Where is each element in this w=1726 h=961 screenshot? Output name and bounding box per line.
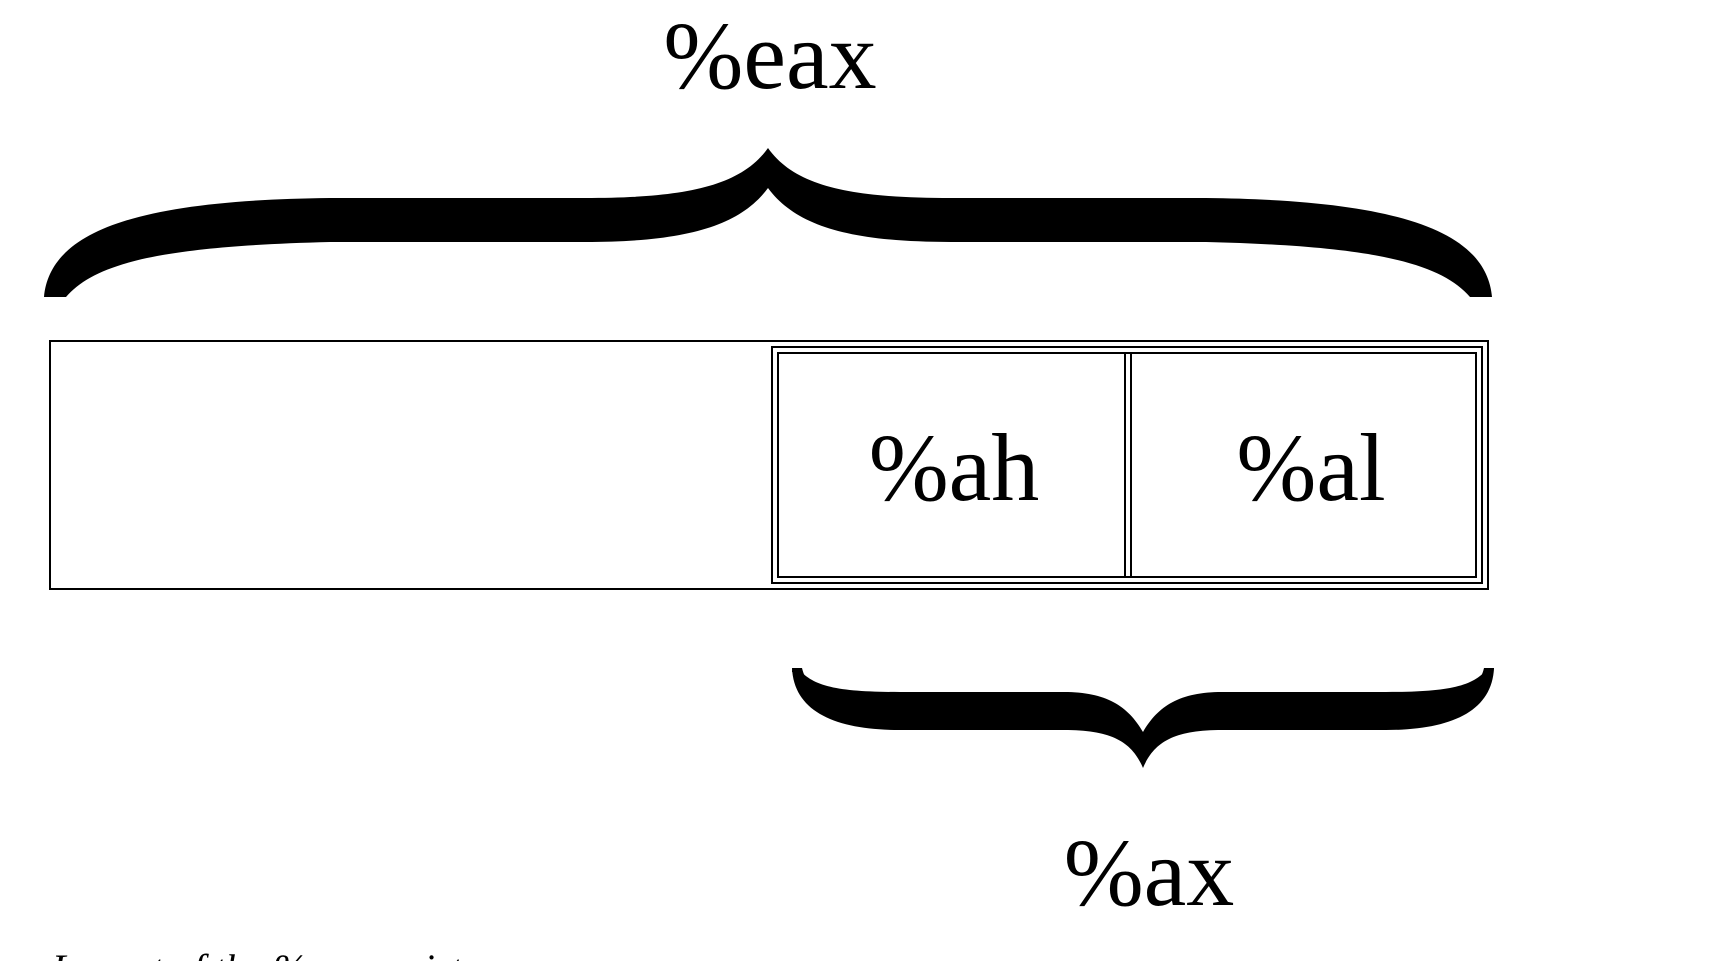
ax-outer-box bbox=[771, 346, 1483, 584]
ax-brace-body bbox=[792, 668, 1494, 768]
diagram-caption: Layout of the %eax register bbox=[51, 946, 495, 961]
ax-label: %ax bbox=[1064, 819, 1235, 926]
eax-brace bbox=[44, 148, 1492, 297]
al-label: %al bbox=[1236, 414, 1385, 521]
ah-label: %ah bbox=[869, 414, 1040, 521]
eax-register-box bbox=[49, 340, 1489, 590]
ax-inner-box bbox=[777, 352, 1477, 578]
eax-label: %eax bbox=[663, 2, 876, 109]
